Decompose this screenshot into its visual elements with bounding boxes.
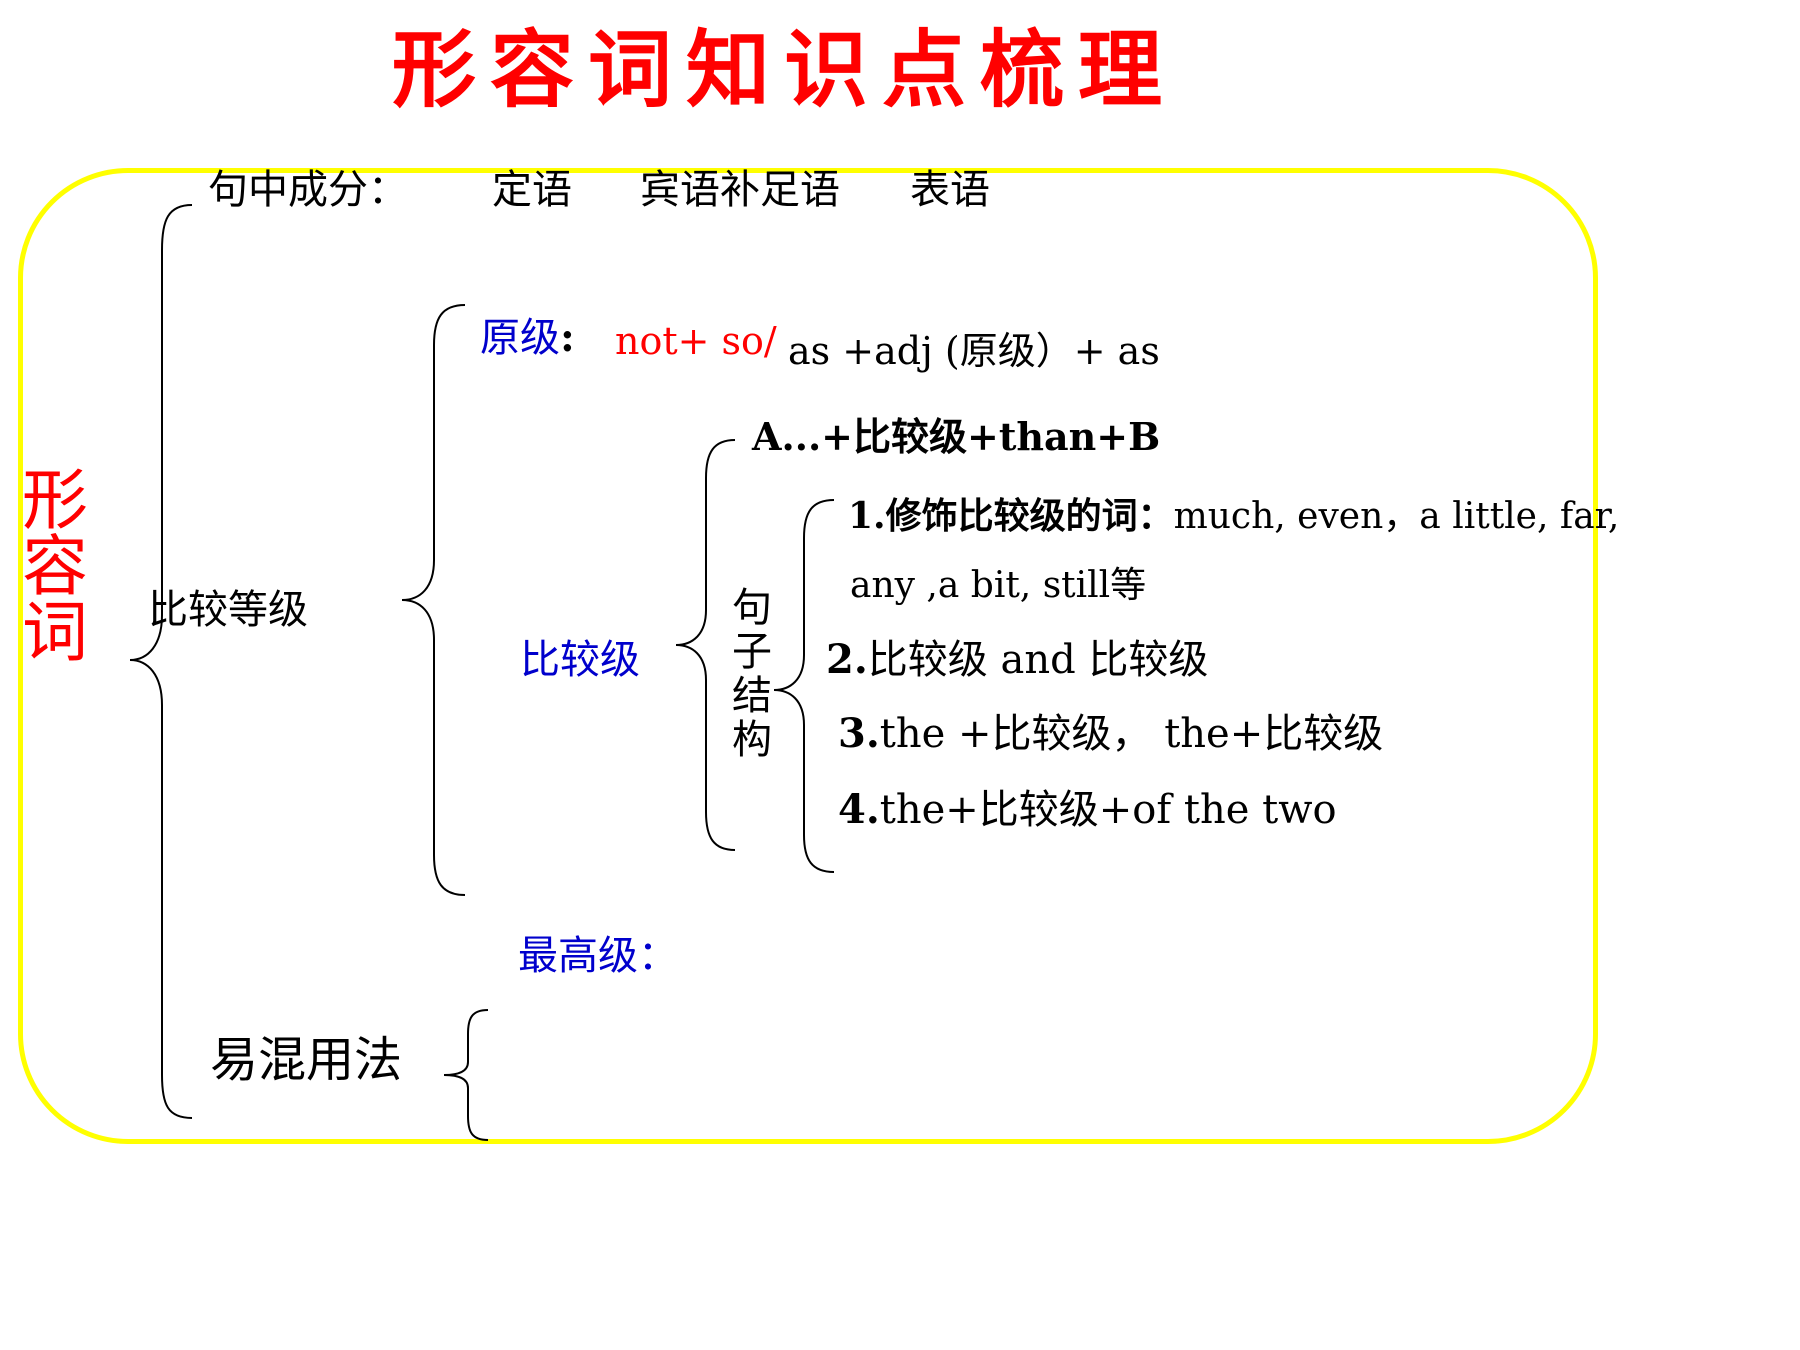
brace-confusing (443, 1009, 489, 1141)
positive-red-part: not+ so/ (615, 319, 777, 363)
positive-row: 原级: (480, 315, 575, 361)
rule-2: 2.比较级 and 比较级 (826, 637, 1209, 683)
structure-char: 结 (732, 673, 772, 719)
brace-main (129, 204, 193, 1119)
syntax-item-attributive: 定语 (492, 167, 572, 213)
rule-num: 3. (838, 710, 880, 757)
page-title: 形容词知识点梳理 (391, 20, 1176, 119)
rule-rest: much, even，a little, far, (1173, 496, 1620, 537)
syntax-item-object-complement: 宾语补足语 (640, 167, 840, 213)
syntax-item-predicative: 表语 (910, 167, 990, 213)
rule-4: 4.the+比较级+of the two (838, 787, 1337, 833)
syntax-label: 句中成分： (208, 167, 408, 213)
comparative-label: 比较级 (520, 637, 640, 683)
positive-label: 原级 (480, 315, 560, 361)
positive-rest: as +adj (原级）+ as (788, 329, 1160, 373)
root-char: 形 (22, 462, 88, 539)
root-char: 容 (22, 528, 88, 605)
comparison-label: 比较等级 (148, 587, 308, 633)
positive-colon: : (560, 314, 575, 361)
brace-structure (773, 499, 835, 873)
brace-comparison (401, 304, 466, 896)
rule-text: the+比较级+of the two (879, 787, 1337, 833)
rule-1-line2: any ,a bit, still等 (850, 565, 1147, 606)
rule-num: 2. (826, 636, 868, 683)
root-label: 形 容 词 (22, 468, 88, 666)
structure-char: 构 (732, 717, 772, 763)
structure-label: 句 子 结 构 (732, 586, 772, 762)
brace-comparative (675, 439, 736, 851)
rule-num: 4. (838, 786, 880, 833)
rule-text: 比较级 and 比较级 (867, 637, 1209, 683)
structure-char: 子 (732, 629, 772, 675)
rule-text: 修饰比较级的词： (885, 495, 1174, 537)
rule-num: 1. (848, 495, 886, 537)
structure-char: 句 (732, 585, 772, 631)
rule-text: the +比较级， the+比较级 (879, 711, 1384, 757)
rule-3: 3.the +比较级， the+比较级 (838, 711, 1384, 757)
comparative-basic: A...+比较级+than+B (752, 414, 1161, 459)
confusing-label: 易混用法 (210, 1032, 403, 1088)
root-char: 词 (22, 594, 88, 671)
rule-1: 1.修饰比较级的词：much, even，a little, far, (848, 498, 1619, 535)
brace-layer (129, 204, 835, 1141)
rounded-frame (18, 168, 1598, 1144)
superlative-label: 最高级： (518, 933, 678, 979)
